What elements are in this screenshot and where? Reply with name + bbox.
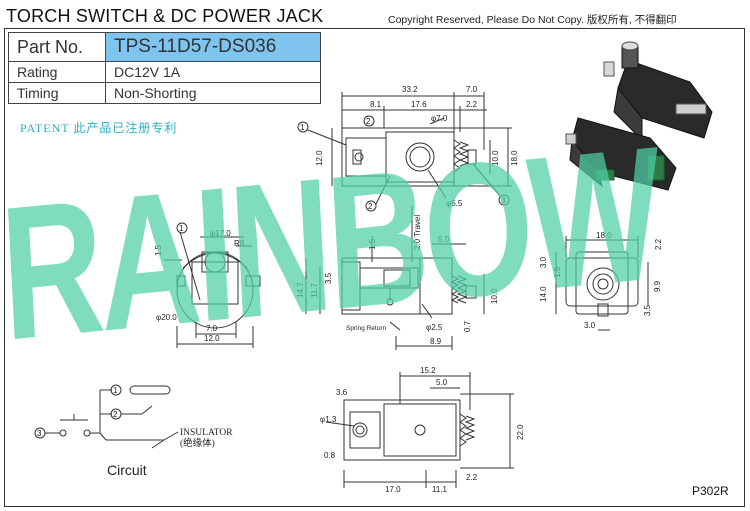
product-photo-bottom xyxy=(565,117,677,191)
dim-end-3-5: 3.5 xyxy=(643,304,652,316)
dim-front-7: 7.0 xyxy=(206,324,218,333)
product-photo-top xyxy=(603,41,713,142)
dim-end-2-2: 2.2 xyxy=(654,238,663,250)
dim-side-3-5: 3.5 xyxy=(324,272,333,284)
dim-top-7: 7.0 xyxy=(466,85,478,94)
circuit-diagram xyxy=(34,384,179,449)
callout-top-2a: 2 xyxy=(366,117,371,126)
circuit-pin-1: 1 xyxy=(113,386,118,395)
dim-bottom-phi-1-3: φ1.3 xyxy=(320,415,337,424)
dim-bottom-11-1: 11.1 xyxy=(432,485,448,494)
dim-bottom-2-2: 2.2 xyxy=(466,473,478,482)
dim-front-phi-17: φ17.0 xyxy=(210,229,231,238)
dim-top-2-2: 2.2 xyxy=(466,100,478,109)
rating-label: Rating xyxy=(8,61,106,83)
dim-end-18: 18.0 xyxy=(596,231,612,240)
bottom-view xyxy=(325,372,514,488)
dim-top-18: 18.0 xyxy=(510,150,519,166)
circuit-label: Circuit xyxy=(107,462,147,478)
drawing-code: P302R xyxy=(692,484,729,498)
dim-bottom-3-6: 3.6 xyxy=(336,388,348,397)
dim-side-11-7: 11.7 xyxy=(310,282,319,298)
dim-side-8-9: 8.9 xyxy=(430,337,442,346)
dim-end-9-9: 9.9 xyxy=(653,280,662,292)
circuit-pin-3: 3 xyxy=(37,429,42,438)
dim-end-3: 3.0 xyxy=(539,256,548,268)
dim-side-5: 5.0 xyxy=(438,235,450,244)
dim-top-phi-7: φ7.0 xyxy=(431,114,448,123)
dim-end-3-b: 3.0 xyxy=(584,321,596,330)
copyright-notice: Copyright Reserved, Please Do Not Copy. … xyxy=(388,14,677,26)
top-view xyxy=(297,92,512,212)
dim-side-phi-2-5: φ2.5 xyxy=(426,323,443,332)
spec-table: Part No. TPS-11D57-DS036 Rating DC12V 1A… xyxy=(8,32,321,104)
dim-bottom-22: 22.0 xyxy=(516,424,525,440)
callout-top-1: 1 xyxy=(300,123,305,132)
dim-front-phi-20: φ20.0 xyxy=(156,313,177,322)
dim-front-12: 12.0 xyxy=(204,334,220,343)
insulator-label-cn: (绝缘体) xyxy=(180,439,215,449)
dim-top-10: 10.0 xyxy=(491,150,500,166)
dim-side-1-5: 1.5 xyxy=(368,238,377,250)
dim-side-14-7: 14.7 xyxy=(296,282,305,298)
callout-front-1: 1 xyxy=(179,224,184,233)
insulator-label: INSULATOR (绝缘体) xyxy=(180,428,233,450)
callout-top-3: 3 xyxy=(501,196,506,205)
spec-row-timing: Timing Non-Shorting xyxy=(8,82,321,104)
dim-side-10: 10.0 xyxy=(490,288,499,304)
timing-label: Timing xyxy=(8,82,106,104)
dim-bottom-17: 17.0 xyxy=(385,485,401,494)
dim-top-overall: 33.2 xyxy=(402,85,418,94)
insulator-label-en: INSULATOR xyxy=(180,428,233,438)
rating-value: DC12V 1A xyxy=(105,61,321,83)
dim-bottom-15-2: 15.2 xyxy=(420,366,436,375)
dim-bottom-5: 5.0 xyxy=(436,378,448,387)
drawing-frame xyxy=(4,28,745,507)
callout-top-2b: 2 xyxy=(368,202,373,211)
timing-value: Non-Shorting xyxy=(105,82,321,104)
side-view xyxy=(305,206,485,350)
dim-top-17-6: 17.6 xyxy=(411,100,427,109)
spec-row-rating: Rating DC12V 1A xyxy=(8,61,321,83)
spec-row-part-no: Part No. TPS-11D57-DS036 xyxy=(8,32,321,62)
dim-end-1-5: 1.5 xyxy=(553,266,562,278)
dim-front-1-5: 1.5 xyxy=(154,244,163,256)
dim-top-8-1: 8.1 xyxy=(370,100,382,109)
dim-top-phi-5-5: φ5.5 xyxy=(446,199,463,208)
part-no-value: TPS-11D57-DS036 xyxy=(105,32,321,62)
dim-front-r8: R8 xyxy=(234,239,245,248)
label-spring-return: Spring Return xyxy=(346,325,386,332)
dim-end-14: 14.0 xyxy=(539,286,548,302)
dim-side-travel: 2.0 Travel xyxy=(413,215,422,250)
front-view xyxy=(164,222,261,348)
patent-notice: PATENT 此产品已注册专利 xyxy=(20,121,178,135)
circuit-pin-2: 2 xyxy=(113,410,118,419)
dim-side-0-7: 0.7 xyxy=(463,320,472,332)
dim-top-12: 12.0 xyxy=(315,150,324,166)
page-title: TORCH SWITCH & DC POWER JACK xyxy=(6,6,324,26)
end-view xyxy=(555,236,649,331)
dim-bottom-0-8: 0.8 xyxy=(324,451,336,460)
